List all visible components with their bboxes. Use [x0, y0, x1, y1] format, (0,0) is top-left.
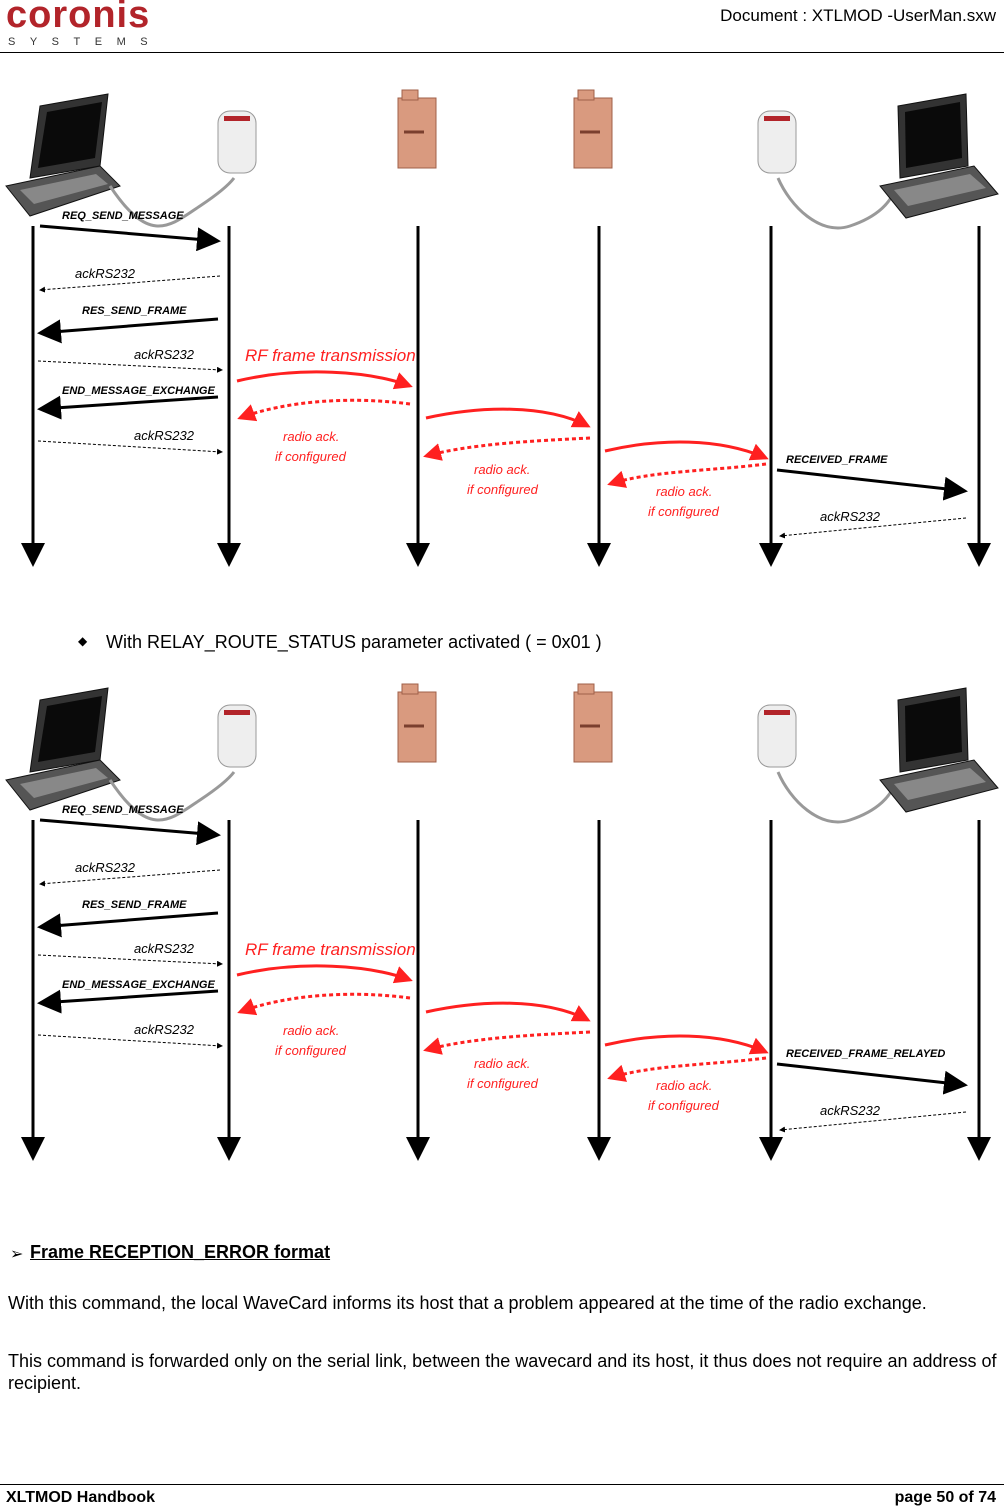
bullet-diamond-icon: ◆ [78, 634, 88, 648]
end-exchange-arrow [37, 989, 219, 1014]
laptop-right-icon [879, 687, 999, 813]
ack4-label: ackRS232 [820, 1103, 881, 1118]
ack2-arrow [37, 954, 223, 967]
end-exchange-label: END_MESSAGE_EXCHANGE [62, 979, 215, 991]
module-1-icon [397, 89, 437, 169]
received-frame-label: RECEIVED_FRAME_RELAYED [786, 1048, 945, 1060]
radio-ack-arrow-1 [237, 992, 411, 1016]
req-send-arrow [39, 818, 221, 846]
rf-arrow-3 [604, 440, 769, 461]
ack4-arrow [779, 1111, 967, 1133]
laptop-left-icon [5, 687, 121, 811]
rf-arrow-2 [425, 1001, 591, 1022]
ack1-arrow [39, 869, 221, 887]
ack3-arrow [37, 1034, 223, 1049]
footer-handbook-title: XLTMOD Handbook [6, 1489, 156, 1506]
rf-transmission-label: RF frame transmission [245, 346, 416, 365]
wavecard-right-icon [757, 110, 797, 174]
rf-arrow-2 [425, 407, 591, 428]
wavecard-right-icon [757, 704, 797, 768]
footer-divider [0, 1484, 1004, 1485]
section-heading: Frame RECEPTION_ERROR format [30, 1242, 331, 1262]
end-exchange-label: END_MESSAGE_EXCHANGE [62, 385, 215, 397]
footer-page-number: page 50 of 74 [894, 1489, 996, 1506]
module-2-icon [573, 89, 613, 169]
radio-ack-label-1: radio ack. [283, 429, 339, 444]
radio-ack-label-1: radio ack. [283, 1023, 339, 1038]
ack2-arrow [37, 360, 223, 373]
document-title: Document : XTLMOD -UserMan.sxw [720, 6, 996, 25]
paragraph-2: This command is forwarded only on the se… [8, 1351, 997, 1393]
ack2-label: ackRS232 [134, 347, 195, 362]
ack1-arrow [39, 275, 221, 293]
radio-ack-arrow-2 [423, 1030, 591, 1055]
coronis-logo: coronis [6, 0, 151, 36]
ack1-label: ackRS232 [75, 860, 136, 875]
radio-ack-label-3: radio ack. [656, 1078, 712, 1093]
rf-arrow-1 [236, 370, 413, 390]
if-configured-label-2: if configured [467, 482, 539, 497]
radio-ack-arrow-1 [237, 398, 411, 422]
laptop-left-icon [5, 93, 121, 217]
bullet-text: With RELAY_ROUTE_STATUS parameter activa… [106, 632, 602, 652]
received-frame-arrow [776, 1062, 968, 1095]
rf-arrow-1 [236, 964, 413, 984]
radio-ack-arrow-3 [607, 462, 767, 488]
req-send-label: REQ_SEND_MESSAGE [62, 804, 184, 816]
req-send-arrow [39, 224, 221, 252]
lifelines [21, 820, 991, 1161]
sequence-diagram-1: REQ_SEND_MESSAGE ackRS232 RES_SEND_FRAME… [0, 86, 1004, 596]
header-divider [0, 52, 1004, 53]
if-configured-label-3: if configured [648, 1098, 720, 1113]
rf-transmission-label: RF frame transmission [245, 940, 416, 959]
res-send-arrow [37, 911, 219, 938]
module-1-icon [397, 683, 437, 763]
radio-ack-label-2: radio ack. [474, 1056, 530, 1071]
ack1-label: ackRS232 [75, 266, 136, 281]
received-frame-arrow [776, 468, 968, 501]
section-arrow-icon: ➢ [10, 1246, 24, 1263]
end-exchange-arrow [37, 395, 219, 420]
ack3-arrow [37, 440, 223, 455]
radio-ack-label-2: radio ack. [474, 462, 530, 477]
ack4-label: ackRS232 [820, 509, 881, 524]
res-send-label: RES_SEND_FRAME [82, 899, 187, 911]
wavecard-left-icon [217, 110, 257, 174]
if-configured-label-1: if configured [275, 449, 347, 464]
if-configured-label-1: if configured [275, 1043, 347, 1058]
if-configured-label-3: if configured [648, 504, 720, 519]
coronis-logo-subtitle: SYSTEMS [8, 36, 163, 48]
res-send-arrow [37, 317, 219, 344]
ack3-label: ackRS232 [134, 428, 195, 443]
lifelines [21, 226, 991, 567]
ack3-label: ackRS232 [134, 1022, 195, 1037]
res-send-label: RES_SEND_FRAME [82, 305, 187, 317]
sequence-diagram-2: REQ_SEND_MESSAGE ackRS232 RES_SEND_FRAME… [0, 680, 1004, 1190]
received-frame-label: RECEIVED_FRAME [786, 454, 888, 466]
paragraph-1: With this command, the local WaveCard in… [8, 1293, 927, 1313]
rf-arrow-3 [604, 1034, 769, 1055]
laptop-right-icon [879, 93, 999, 219]
req-send-label: REQ_SEND_MESSAGE [62, 210, 184, 222]
radio-ack-label-3: radio ack. [656, 484, 712, 499]
ack4-arrow [779, 517, 967, 539]
wavecard-left-icon [217, 704, 257, 768]
module-2-icon [573, 683, 613, 763]
if-configured-label-2: if configured [467, 1076, 539, 1091]
radio-ack-arrow-2 [423, 436, 591, 461]
ack2-label: ackRS232 [134, 941, 195, 956]
radio-ack-arrow-3 [607, 1056, 767, 1082]
